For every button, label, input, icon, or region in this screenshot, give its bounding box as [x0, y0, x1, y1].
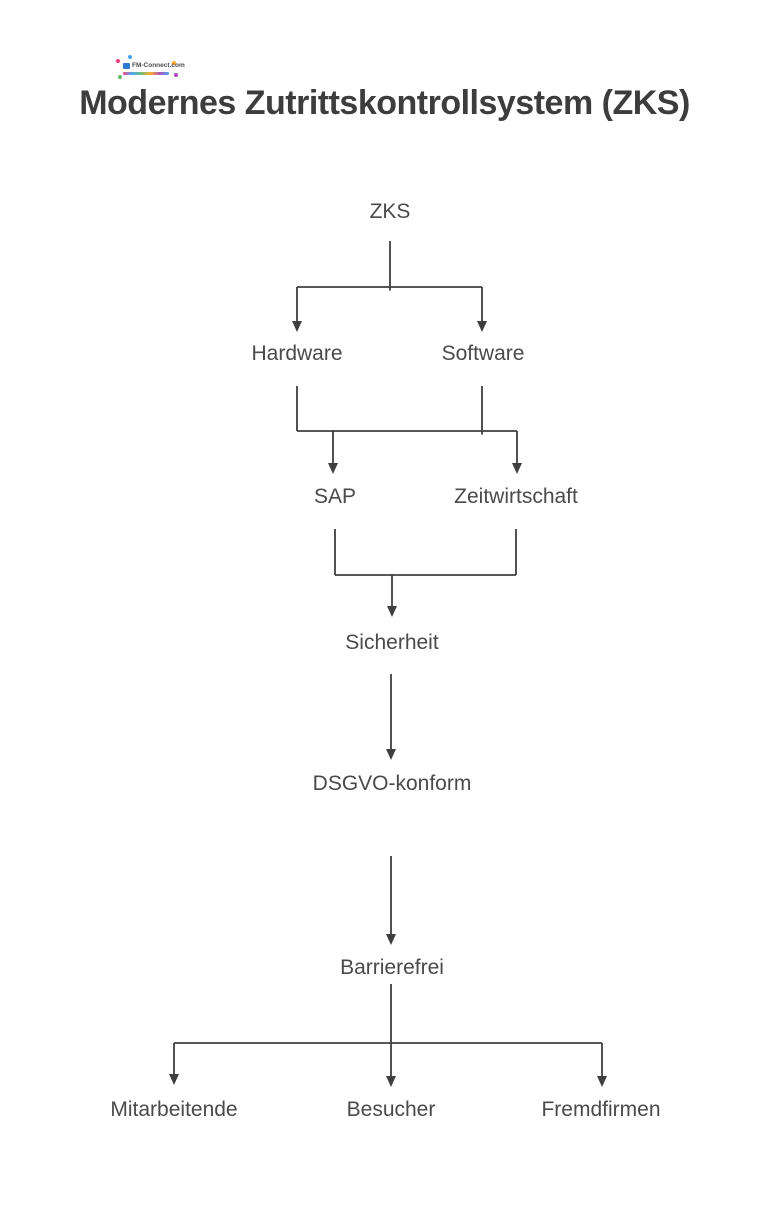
node-sap: SAP: [313, 485, 357, 508]
node-besucher: Besucher: [346, 1098, 436, 1121]
node-hardware: Hardware: [251, 342, 343, 365]
node-dsgvo-konform: DSGVO-konform: [312, 772, 472, 795]
arrowhead-besucher: [386, 1076, 396, 1087]
node-zeitwirtschaft: Zeitwirtschaft: [454, 485, 578, 508]
arrowhead-zeitwirtschaft: [512, 463, 522, 474]
page-title: Modernes Zutrittskontrollsystem (ZKS): [79, 84, 690, 122]
node-sicherheit: Sicherheit: [345, 631, 439, 654]
arrowhead-fremdfirmen: [597, 1076, 607, 1087]
sparkle-icon: [174, 73, 178, 77]
fm-connect-logo: FM-Connect.com: [116, 55, 185, 87]
sparkle-icon: [116, 59, 120, 63]
node-barrierefrei: Barrierefrei: [340, 956, 444, 979]
arrowhead-barrierefrei: [386, 934, 396, 945]
node-software: Software: [441, 342, 525, 365]
arrowhead-mitarbeitende: [169, 1074, 179, 1085]
node-fremdfirmen: Fremdfirmen: [541, 1098, 661, 1121]
arrowhead-sicherheit: [387, 606, 397, 617]
sparkle-icon: [172, 61, 176, 65]
arrowhead-dsgvo: [386, 749, 396, 760]
sparkle-icon: [118, 75, 122, 79]
arrowhead-software: [477, 321, 487, 332]
node-zks: ZKS: [369, 200, 411, 223]
logo-text: FM-Connect.com: [132, 62, 185, 69]
logo-badge-icon: [123, 62, 130, 69]
logo-wordmark: FM-Connect.com: [123, 62, 185, 69]
arrowhead-sap: [328, 463, 338, 474]
logo-tagline-stripe: [123, 72, 169, 75]
sparkle-icon: [128, 55, 132, 59]
node-mitarbeitende: Mitarbeitende: [110, 1098, 238, 1121]
arrowhead-hardware: [292, 321, 302, 332]
